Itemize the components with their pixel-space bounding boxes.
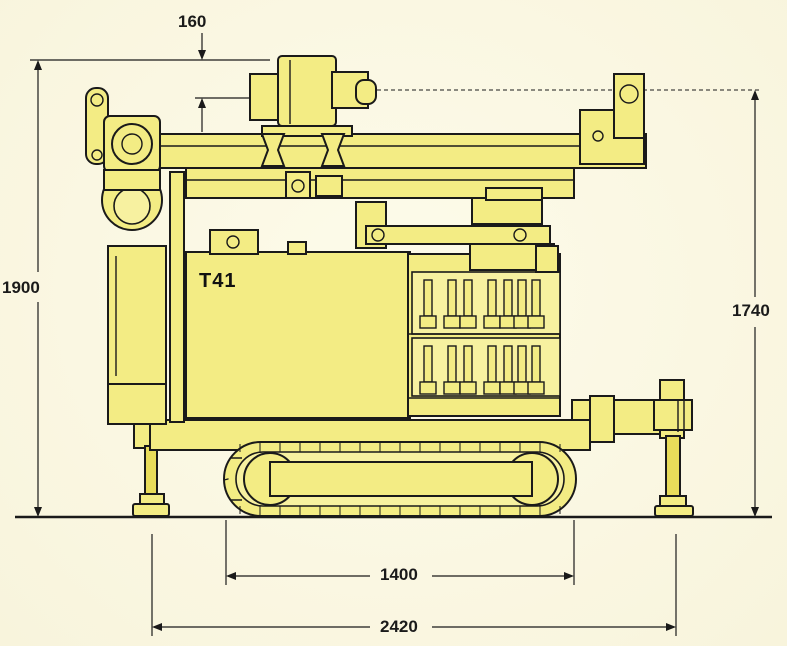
- mast-column: [169, 171, 185, 423]
- drill-motor: [249, 55, 377, 137]
- dim-label-offset-top: 160: [178, 12, 207, 31]
- model-label: T41: [199, 270, 237, 292]
- right-outrigger: [571, 379, 694, 517]
- drill-rig: [85, 55, 694, 517]
- power-unit: [107, 245, 167, 425]
- dim-label-mast-height: 1740: [732, 301, 770, 320]
- dim-mast-height: [370, 89, 760, 517]
- rod-clamps: [260, 133, 543, 201]
- engine-housing: [185, 229, 411, 419]
- control-valve-bank: [407, 253, 561, 417]
- dim-label-overall-height: 1900: [2, 278, 40, 297]
- dim-label-track-length: 1400: [380, 565, 418, 584]
- mast-post: [613, 73, 645, 139]
- dim-overall-length: [151, 534, 677, 636]
- dim-label-overall-length: 2420: [380, 617, 418, 636]
- dim-offset-top: [195, 33, 255, 132]
- dim-overall-height: [30, 59, 270, 517]
- rotary-head: [85, 87, 163, 231]
- crawler-track: [223, 441, 577, 517]
- dim-track-length: [225, 520, 575, 585]
- mast-beam: [157, 109, 647, 199]
